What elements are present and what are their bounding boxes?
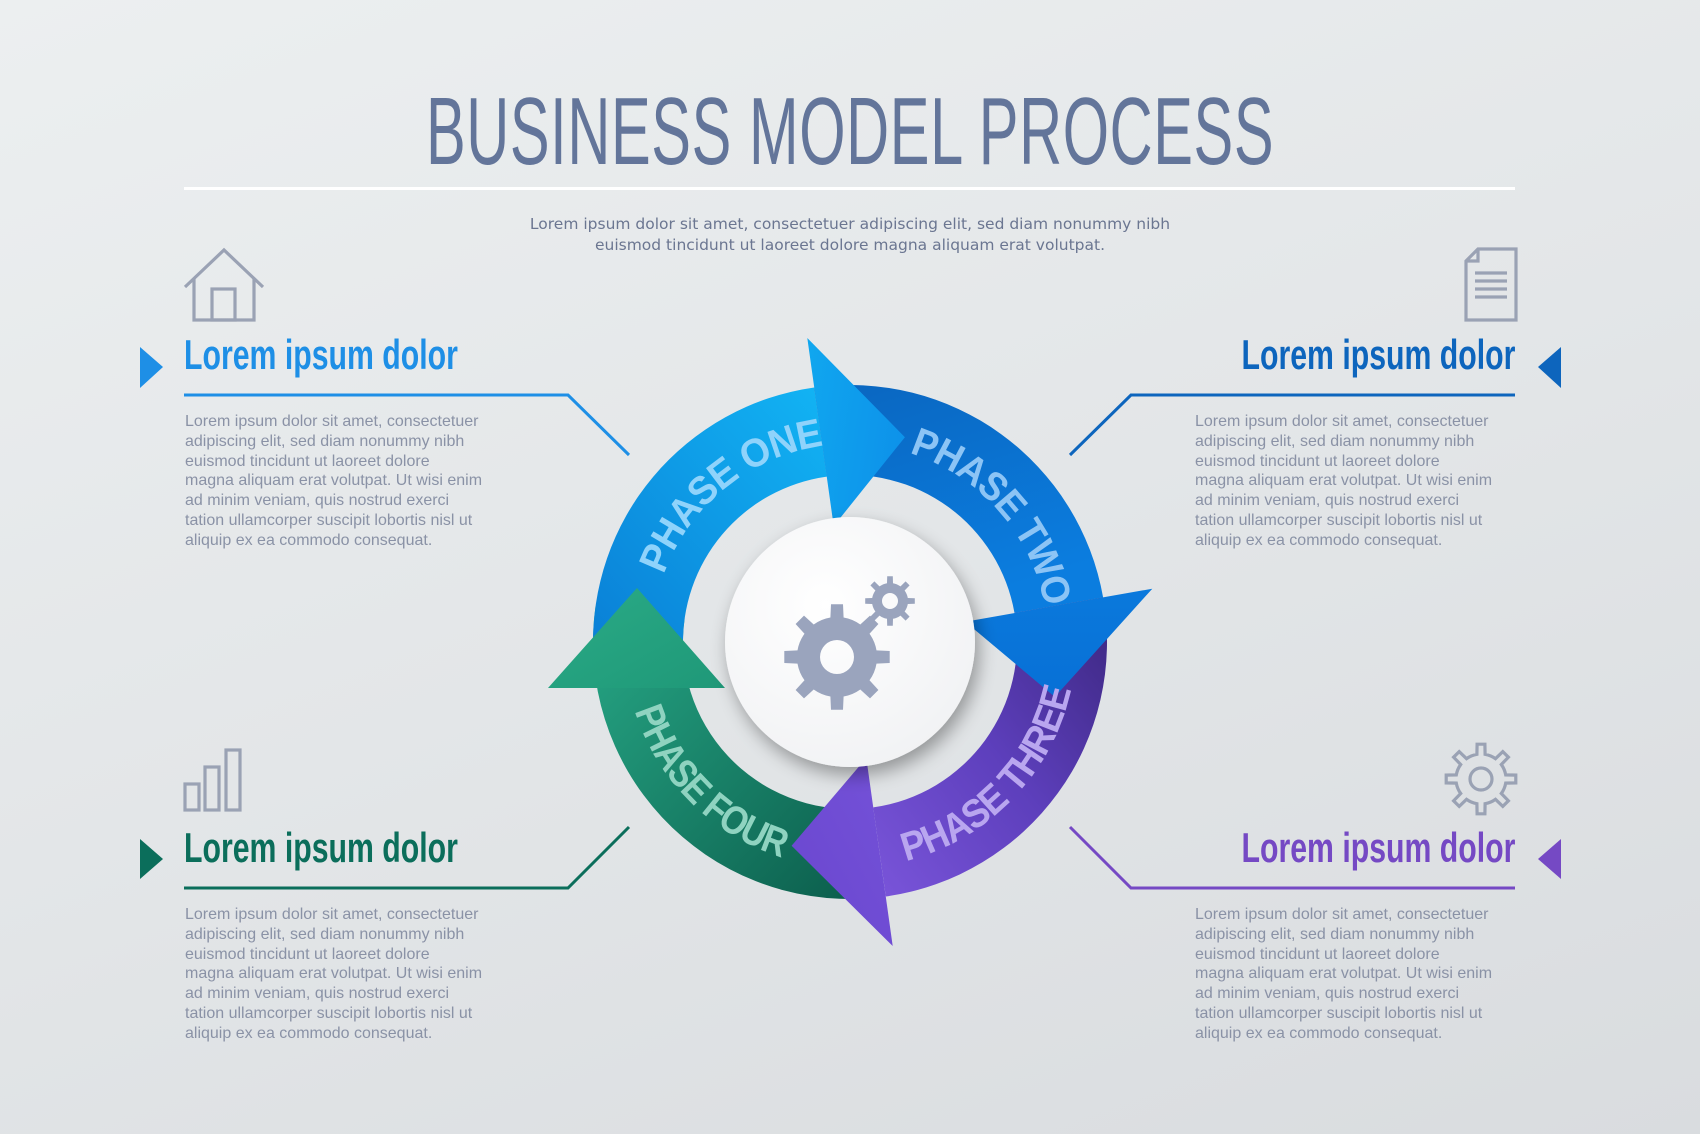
block-text-line: tation ullamcorper suscipit lobortis nis…: [185, 1004, 473, 1022]
block-heading: Lorem ipsum dolor: [184, 824, 458, 871]
gears-icon: [784, 576, 915, 710]
phase-four-arrow-head: [548, 588, 725, 688]
block-text-line: Lorem ipsum dolor sit amet, consectetuer: [1195, 906, 1489, 923]
large-gear-icon: [784, 604, 890, 710]
page-title: BUSINESS MODEL PROCESS: [0, 82, 1700, 182]
block-text-line: ad minim veniam, quis nostrud exerci: [1195, 985, 1460, 1003]
connector-bottom-right: [1068, 825, 1515, 890]
block-text-bottom-left: Lorem ipsum dolor sit amet, consectetuer…: [185, 905, 505, 1044]
block-heading: Lorem ipsum dolor: [1241, 331, 1515, 378]
phase-one-arrow-head: [807, 338, 905, 527]
block-text-line: euismod tincidunt ut laoreet dolore: [1195, 452, 1440, 470]
block-text-line: aliquip ex ea commodo consequat.: [1195, 531, 1443, 549]
block-text-line: euismod tincidunt ut laoreet dolore: [185, 945, 430, 963]
block-text-line: aliquip ex ea commodo consequat.: [185, 531, 433, 549]
block-text-line: adipiscing elit, sed diam nonummy nibh: [185, 432, 465, 450]
block-heading: Lorem ipsum dolor: [184, 331, 458, 378]
block-text-line: magna aliquam erat volutpat. Ut wisi eni…: [1195, 965, 1493, 983]
phase-one-arrow-band: [593, 387, 827, 651]
block-text-line: ad minim veniam, quis nostrud exerci: [1195, 492, 1460, 510]
page-title-text: BUSINESS MODEL PROCESS: [425, 78, 1275, 185]
block-text-line: adipiscing elit, sed diam nonummy nibh: [1195, 432, 1475, 450]
block-text-line: Lorem ipsum dolor sit amet, consectetuer: [185, 906, 479, 923]
house-icon: [183, 247, 265, 322]
gear-outline-shape: [1444, 742, 1518, 816]
block-text-line: aliquip ex ea commodo consequat.: [1195, 1024, 1443, 1042]
block-text-line: magna aliquam erat volutpat. Ut wisi eni…: [185, 472, 483, 490]
block-text-line: tation ullamcorper suscipit lobortis nis…: [1195, 511, 1483, 529]
page-subtitle: Lorem ipsum dolor sit amet, consectetuer…: [0, 214, 1700, 256]
marker-triangle-top-right: [1538, 347, 1561, 388]
gear-icon: [1444, 742, 1518, 816]
block-text-line: aliquip ex ea commodo consequat.: [185, 1024, 433, 1042]
document-icon: [1464, 247, 1518, 322]
info-block-bottom-left: Lorem ipsum dolor: [184, 825, 604, 871]
block-text-line: tation ullamcorper suscipit lobortis nis…: [1195, 1004, 1483, 1022]
block-text-line: ad minim veniam, quis nostrud exerci: [185, 492, 450, 510]
block-heading: Lorem ipsum dolor: [1241, 824, 1515, 871]
info-block-top-right: Lorem ipsum dolor: [1095, 332, 1515, 378]
block-text-line: euismod tincidunt ut laoreet dolore: [185, 452, 430, 470]
small-gear-icon: [865, 576, 915, 626]
block-text-line: euismod tincidunt ut laoreet dolore: [1195, 945, 1440, 963]
gear-outline-hole: [1468, 766, 1494, 792]
title-divider: [184, 187, 1515, 190]
block-text-top-left: Lorem ipsum dolor sit amet, consectetuer…: [185, 412, 505, 551]
subtitle-line: euismod tincidunt ut laoreet dolore magn…: [594, 236, 1106, 254]
marker-triangle-bottom-left: [140, 839, 163, 879]
marker-triangle-top-left: [140, 347, 163, 388]
connector-bottom-left: [184, 825, 631, 890]
block-text-bottom-right: Lorem ipsum dolor sit amet, consectetuer…: [1195, 905, 1515, 1044]
connector-top-left: [184, 393, 631, 457]
block-text-line: Lorem ipsum dolor sit amet, consectetuer: [1195, 413, 1489, 430]
block-text-line: adipiscing elit, sed diam nonummy nibh: [185, 925, 465, 943]
subtitle-line: Lorem ipsum dolor sit amet, consectetuer…: [529, 215, 1171, 233]
block-text-line: adipiscing elit, sed diam nonummy nibh: [1195, 925, 1475, 943]
block-text-line: tation ullamcorper suscipit lobortis nis…: [185, 511, 473, 529]
info-block-bottom-right: Lorem ipsum dolor: [1095, 825, 1515, 871]
phase-two-arrow-head: [965, 588, 1153, 697]
block-text-top-right: Lorem ipsum dolor sit amet, consectetuer…: [1195, 412, 1515, 551]
block-text-line: magna aliquam erat volutpat. Ut wisi eni…: [1195, 472, 1493, 490]
connector-top-right: [1068, 393, 1515, 457]
block-text-line: Lorem ipsum dolor sit amet, consectetuer: [185, 413, 479, 430]
info-block-top-left: Lorem ipsum dolor: [184, 332, 604, 378]
block-text-line: magna aliquam erat volutpat. Ut wisi eni…: [185, 965, 483, 983]
bar-chart-icon: [183, 748, 242, 812]
marker-triangle-bottom-right: [1538, 839, 1561, 879]
block-text-line: ad minim veniam, quis nostrud exerci: [185, 985, 450, 1003]
phase-three-arrow-head: [791, 757, 893, 946]
